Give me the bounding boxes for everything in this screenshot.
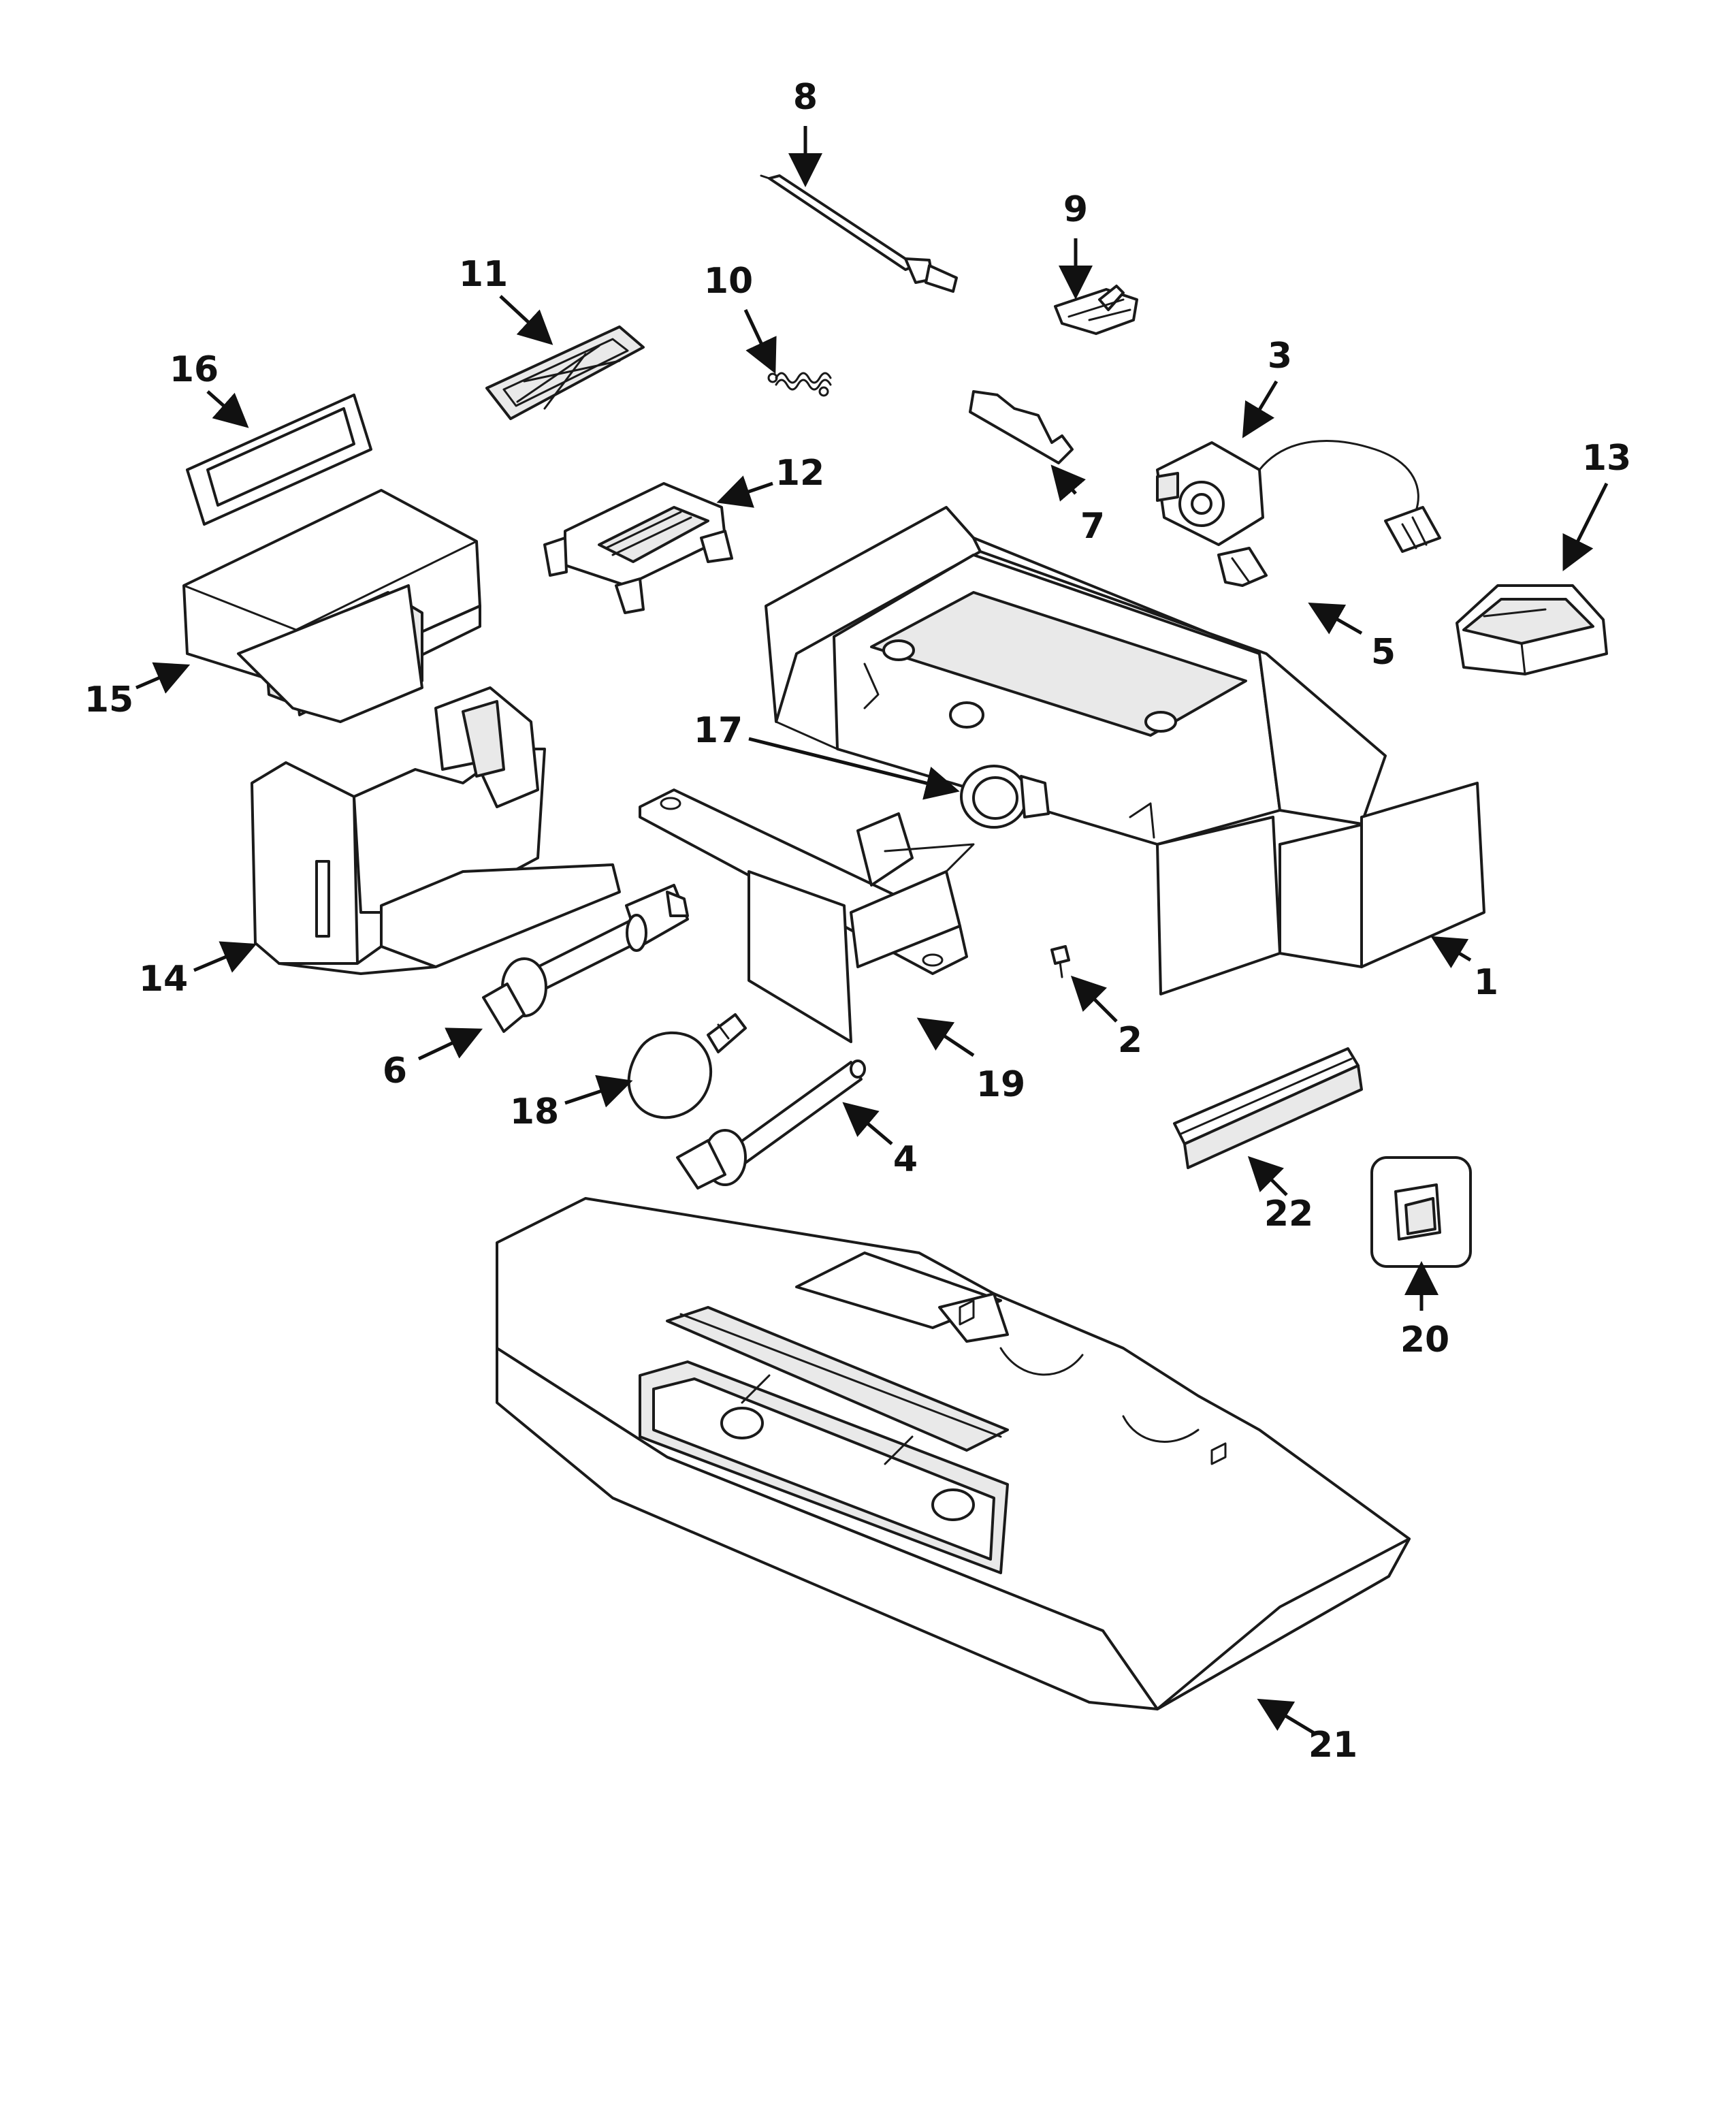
callout-12: 12 xyxy=(775,453,824,494)
part-20-switch xyxy=(1370,1156,1472,1268)
arrow-15 xyxy=(135,662,191,694)
part-6-knob-shaft xyxy=(482,884,689,1033)
arrow-2 xyxy=(1070,975,1118,1023)
part-19-bracket-plate xyxy=(639,788,975,1043)
part-21-front-panel xyxy=(496,1197,1411,1710)
arrow-11 xyxy=(499,295,553,345)
part-18-bulb xyxy=(627,1013,747,1119)
callout-4: 4 xyxy=(893,1139,918,1180)
callout-3: 3 xyxy=(1268,336,1292,377)
part-2-screw xyxy=(1050,945,1070,978)
callout-10: 10 xyxy=(704,261,753,302)
part-14-dispenser-block xyxy=(251,686,621,975)
part-3-thermostat xyxy=(1156,440,1441,553)
callout-13: 13 xyxy=(1582,438,1631,479)
part-17-button xyxy=(960,765,1050,829)
callout-labels: 8 9 10 11 16 12 7 3 5 13 15 17 14 6 18 1… xyxy=(84,77,1631,1766)
arrow-16 xyxy=(206,390,249,428)
callout-14: 14 xyxy=(139,959,188,1000)
callout-6: 6 xyxy=(383,1051,407,1091)
callout-22: 22 xyxy=(1264,1194,1313,1234)
arrow-5 xyxy=(1308,603,1363,635)
arrow-17 xyxy=(748,737,960,800)
part-11-grille xyxy=(485,325,645,420)
callout-2: 2 xyxy=(1118,1020,1142,1061)
part-4-knob-rod xyxy=(676,1059,866,1190)
part-12-bracket xyxy=(543,482,733,614)
callout-11: 11 xyxy=(459,254,508,295)
arrow-19 xyxy=(916,1017,975,1057)
callout-9: 9 xyxy=(1063,189,1088,230)
arrow-4 xyxy=(842,1102,893,1145)
arrow-6 xyxy=(417,1027,483,1061)
callout-17: 17 xyxy=(694,710,743,751)
arrow-3 xyxy=(1242,380,1279,438)
arrow-14 xyxy=(193,941,257,973)
callout-21: 21 xyxy=(1308,1725,1357,1766)
arrow-18 xyxy=(564,1074,633,1108)
callout-7: 7 xyxy=(1080,506,1105,547)
callout-16: 16 xyxy=(170,349,219,390)
arrow-12 xyxy=(716,475,773,508)
part-15-cover xyxy=(182,489,481,723)
part-8-pin xyxy=(760,174,958,293)
part-10-spring xyxy=(767,372,832,397)
arrow-10 xyxy=(743,308,777,374)
callout-20: 20 xyxy=(1400,1320,1449,1360)
callout-15: 15 xyxy=(84,680,133,720)
arrow-7 xyxy=(1050,464,1087,502)
callout-5: 5 xyxy=(1371,632,1396,673)
arrow-22 xyxy=(1247,1155,1288,1196)
part-16-gasket xyxy=(186,394,372,526)
callout-19: 19 xyxy=(976,1064,1025,1105)
part-13-module xyxy=(1456,584,1608,675)
arrow-21 xyxy=(1257,1698,1315,1735)
arrow-13 xyxy=(1562,482,1609,571)
part-7-gasket xyxy=(969,390,1074,464)
part-5-clip xyxy=(1217,547,1268,587)
part-22-trim-strip xyxy=(1173,1047,1363,1169)
callout-8: 8 xyxy=(793,77,818,118)
leader-arrows xyxy=(135,126,1609,1735)
callout-18: 18 xyxy=(510,1091,559,1132)
part-9-lever xyxy=(1054,285,1138,335)
arrow-1 xyxy=(1430,936,1472,969)
callout-1: 1 xyxy=(1474,962,1498,1003)
